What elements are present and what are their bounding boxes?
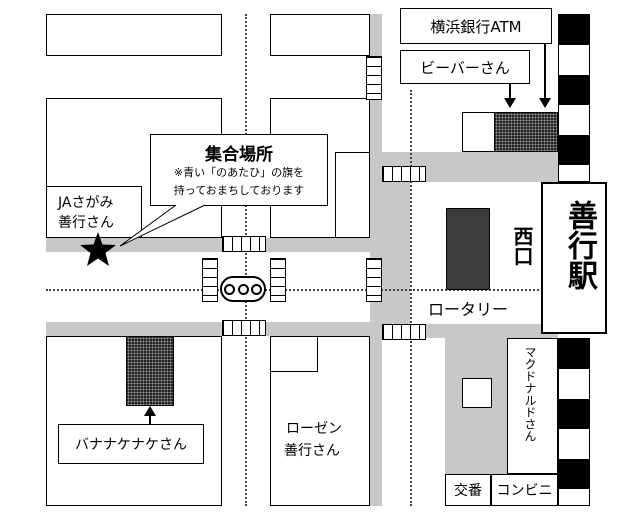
crosswalk <box>382 166 426 182</box>
rotary-road-left <box>382 182 410 324</box>
plaza-block <box>462 378 492 408</box>
building <box>270 14 370 56</box>
building <box>270 336 318 372</box>
crosswalk <box>270 258 286 302</box>
west-exit-label: 西口 <box>510 226 534 266</box>
meeting-point-title: 集合場所 <box>205 145 273 165</box>
koban-label: 交番 <box>445 474 491 506</box>
beaver-arrow <box>504 84 516 108</box>
ja-sagami-label-2: 善行さん <box>58 215 114 231</box>
atm-arrow <box>539 44 551 108</box>
crosswalk <box>202 258 218 302</box>
mcdonalds-building <box>507 338 558 474</box>
star-icon <box>80 232 116 266</box>
zengyo-station <box>541 182 607 334</box>
building <box>335 152 370 238</box>
rotary-island <box>446 208 490 290</box>
ja-sagami-label: JAさがみ <box>58 195 114 211</box>
crosswalk <box>366 258 382 302</box>
banana-arrow <box>144 406 156 424</box>
rotary-label: ロータリー <box>426 296 511 320</box>
konbini-label: コンビニ <box>491 474 558 506</box>
rosen-label-2: 善行さん <box>284 443 340 459</box>
callout-pointer <box>119 204 206 247</box>
meeting-point-note-2: 持っておまちしております <box>173 184 305 197</box>
road-centerline <box>410 90 412 506</box>
crosswalk <box>366 56 382 100</box>
mcdonalds-label: マクドナルドさん <box>523 346 537 442</box>
station-name: 善行駅 <box>562 200 597 290</box>
road-main-horizontal-south <box>46 322 382 336</box>
traffic-light-icon <box>220 276 266 302</box>
meeting-point-note: ※青い「のあたひ」の旗を <box>173 166 305 179</box>
rotary-road-bottom <box>382 324 558 338</box>
road-centerline <box>245 14 247 506</box>
building <box>46 14 222 56</box>
railway-track-north <box>558 14 590 182</box>
beaver-label: ビーバーさん <box>400 50 530 84</box>
meeting-point-callout <box>150 134 328 206</box>
ja-sagami-building <box>46 186 142 238</box>
crosswalk <box>382 324 426 340</box>
banana-stairs <box>126 336 174 406</box>
crosswalk <box>222 320 266 336</box>
crosswalk <box>222 236 266 252</box>
rosen-label: ローゼン <box>286 421 342 437</box>
railway-track-south <box>558 338 590 506</box>
atm-label: 横浜銀行ATM <box>400 8 552 44</box>
banana-label: バナナケナケさん <box>58 424 204 464</box>
road-centerline <box>46 289 546 291</box>
station-stairs <box>494 112 558 152</box>
